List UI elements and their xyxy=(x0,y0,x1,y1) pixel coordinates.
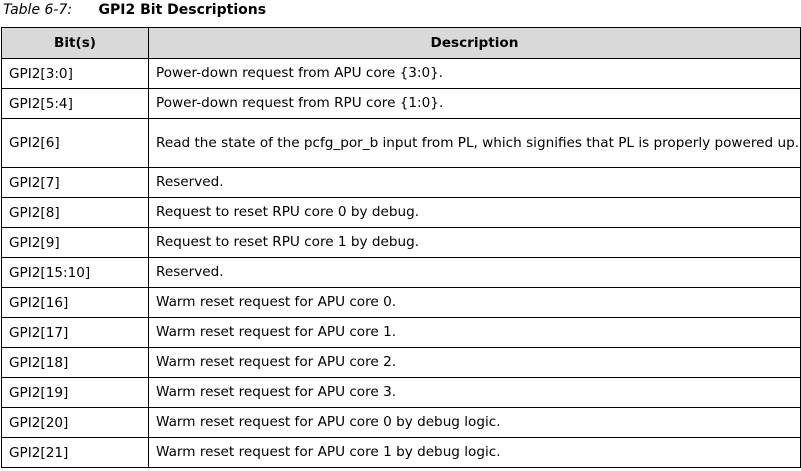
bits-cell: GPI2[3:0] xyxy=(1,58,149,89)
description-cell: Reserved. xyxy=(148,167,801,198)
description-cell: Warm reset request for APU core 1. xyxy=(148,317,801,348)
table-row: GPI2[18] Warm reset request for APU core… xyxy=(1,347,801,378)
bits-cell: GPI2[20] xyxy=(1,407,149,438)
bits-cell: GPI2[15:10] xyxy=(1,257,149,288)
table-row: GPI2[8] Request to reset RPU core 0 by d… xyxy=(1,197,801,228)
bits-cell: GPI2[7] xyxy=(1,167,149,198)
bits-cell: GPI2[6] xyxy=(1,118,149,168)
table-row: GPI2[17] Warm reset request for APU core… xyxy=(1,317,801,348)
bits-cell: GPI2[5:4] xyxy=(1,88,149,119)
bit-descriptions-table: Bit(s) Description GPI2[3:0] Power-down … xyxy=(1,27,801,468)
description-cell: Request to reset RPU core 1 by debug. xyxy=(148,227,801,258)
bits-cell: GPI2[19] xyxy=(1,377,149,408)
table-row: GPI2[16] Warm reset request for APU core… xyxy=(1,287,801,318)
description-cell: Read the state of the pcfg_por_b input f… xyxy=(148,118,801,168)
bits-cell: GPI2[9] xyxy=(1,227,149,258)
table-row: GPI2[6] Read the state of the pcfg_por_b… xyxy=(1,118,801,168)
table-row: GPI2[5:4] Power-down request from RPU co… xyxy=(1,88,801,119)
table-row: GPI2[7] Reserved. xyxy=(1,167,801,198)
description-cell: Power-down request from APU core {3:0}. xyxy=(148,58,801,89)
description-cell: Warm reset request for APU core 2. xyxy=(148,347,801,378)
description-cell: Warm reset request for APU core 1 by deb… xyxy=(148,437,801,468)
description-cell: Warm reset request for APU core 3. xyxy=(148,377,801,408)
table-row: GPI2[15:10] Reserved. xyxy=(1,257,801,288)
column-header-bits: Bit(s) xyxy=(1,27,149,59)
table-row: GPI2[9] Request to reset RPU core 1 by d… xyxy=(1,227,801,258)
description-cell: Power-down request from RPU core {1:0}. xyxy=(148,88,801,119)
table-row: GPI2[20] Warm reset request for APU core… xyxy=(1,407,801,438)
column-header-description: Description xyxy=(148,27,801,59)
table-caption: Table 6-7: GPI2 Bit Descriptions xyxy=(3,0,266,22)
bits-cell: GPI2[16] xyxy=(1,287,149,318)
description-cell: Request to reset RPU core 0 by debug. xyxy=(148,197,801,228)
bits-cell: GPI2[8] xyxy=(1,197,149,228)
table-row: GPI2[3:0] Power-down request from APU co… xyxy=(1,58,801,89)
table-number: Table 6-7: xyxy=(3,2,73,18)
description-cell: Warm reset request for APU core 0. xyxy=(148,287,801,318)
description-cell: Warm reset request for APU core 0 by deb… xyxy=(148,407,801,438)
table-row: GPI2[19] Warm reset request for APU core… xyxy=(1,377,801,408)
bits-cell: GPI2[17] xyxy=(1,317,149,348)
table-row: GPI2[21] Warm reset request for APU core… xyxy=(1,437,801,468)
bits-cell: GPI2[18] xyxy=(1,347,149,378)
description-cell: Reserved. xyxy=(148,257,801,288)
bits-cell: GPI2[21] xyxy=(1,437,149,468)
table-header-row: Bit(s) Description xyxy=(1,27,801,59)
table-title: GPI2 Bit Descriptions xyxy=(98,2,267,18)
